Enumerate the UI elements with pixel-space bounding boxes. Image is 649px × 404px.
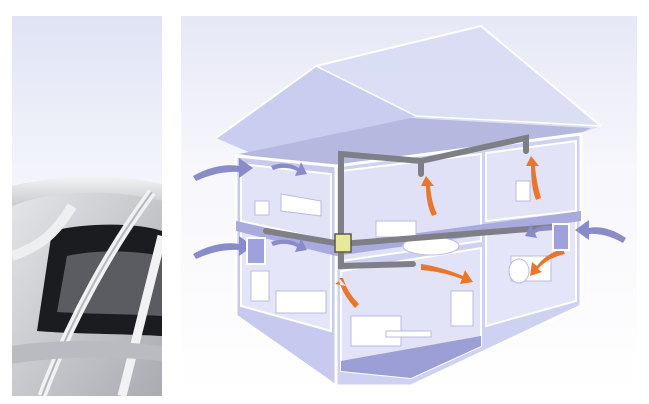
vent-unit-icon: [334, 233, 352, 253]
rail-right: [117, 234, 162, 396]
first-floor-slab: [236, 211, 581, 256]
wc-upper: [485, 139, 577, 223]
skylight-photo-panel: [12, 16, 162, 396]
air-intake-arrow-icon: [193, 158, 626, 259]
house-diagram: [193, 24, 626, 389]
skylight-dome-icon: [12, 176, 162, 396]
rail-back: [12, 203, 77, 261]
windows: [246, 223, 570, 265]
dome-rim: [12, 176, 162, 206]
supply-air-arrow-icon: [335, 156, 565, 308]
house-cutaway-panel: [181, 16, 637, 396]
furniture: [250, 180, 552, 347]
